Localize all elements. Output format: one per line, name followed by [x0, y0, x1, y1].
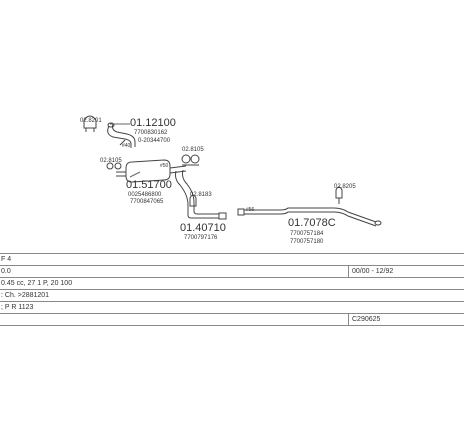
part-label-clamp-b: 02.8183 [190, 192, 212, 198]
part-label-flange-a: 02.8105 [182, 147, 204, 153]
pipe-01-12100-drawing [107, 122, 136, 148]
table-row-rule [0, 289, 464, 290]
table-row-3-left: 0.45 cc, 27 1 P, 20 100 [1, 280, 73, 287]
part-oem2-01-7078c: 7700757180 [290, 239, 324, 245]
silencer-01-51700-drawing [106, 159, 187, 183]
part-oem2-01-51700: 7700847065 [130, 199, 164, 205]
part-label-01-40710: 01.40710 [180, 222, 226, 234]
part-label-ring-b: 02.8105 [100, 158, 122, 164]
table-top-rule [0, 253, 464, 254]
table-column-divider [348, 265, 349, 277]
table-row-rule [0, 313, 464, 314]
pipe-01-40710-drawing [175, 169, 227, 220]
part-label-clamp-c: 02.8205 [334, 184, 356, 190]
table-row-5-left: ; P R 1123 [1, 304, 34, 311]
part-oem-01-51700: 0025486800 [128, 192, 162, 198]
table-column-divider [348, 313, 349, 325]
part-oem-01-7078c: 7700757184 [290, 231, 324, 237]
part-label-clamp-a: 02.8201 [80, 118, 102, 124]
table-row-rule [0, 301, 464, 302]
table-row-rule [0, 265, 464, 266]
part-oem-01-12100: 7700830162 [134, 130, 168, 136]
part-oem2-01-12100: 0-20344700 [138, 138, 171, 144]
flange-02-8105-drawing [181, 154, 200, 166]
table-row-2-left: 0.0 [1, 268, 11, 275]
table-bottom-rule [0, 325, 464, 326]
part-note-01-7078c: #56 [246, 207, 255, 213]
table-row-6-right: C290625 [352, 316, 381, 323]
clamp-02-8201-drawing [83, 115, 97, 132]
table-row-4-left: : Ch. >2881201 [1, 292, 50, 299]
clamp-02-8205-drawing [335, 186, 343, 204]
part-label-01-7078c: 01.7078C [288, 217, 336, 229]
table-row-2-right: 00/00 - 12/92 [352, 268, 394, 275]
clamp-02-8183-drawing [189, 194, 197, 207]
table-row-1-left: F 4 [1, 256, 12, 263]
table-row-rule [0, 277, 464, 278]
part-note-01-12100: #40 [122, 143, 131, 149]
part-oem-01-40710: 7700797176 [184, 235, 218, 241]
part-label-01-12100: 01.12100 [130, 117, 176, 129]
part-note-01-51700: #50 [160, 163, 169, 169]
pipe-01-7078c-drawing [237, 207, 382, 227]
part-label-01-51700: 01.51700 [126, 179, 172, 191]
